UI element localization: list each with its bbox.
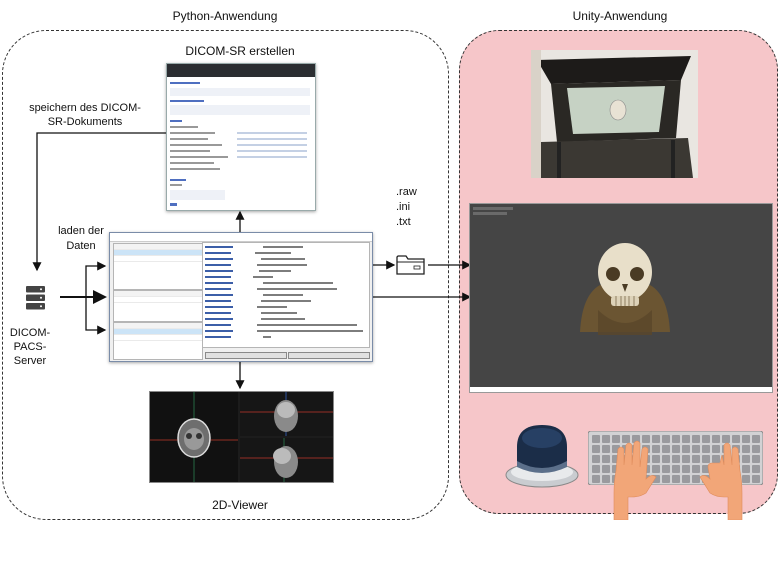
unity-app-title: Unity-Anwendung bbox=[572, 9, 668, 23]
keyboard-key bbox=[652, 445, 660, 453]
keyboard-key bbox=[682, 455, 690, 463]
keyboard-key bbox=[722, 435, 730, 443]
series-table bbox=[113, 322, 203, 360]
keyboard-key bbox=[592, 465, 600, 473]
keyboard-key bbox=[732, 435, 740, 443]
keyboard-key bbox=[752, 435, 760, 443]
3d-mouse-icon bbox=[505, 425, 579, 488]
save-sr-arrow bbox=[32, 132, 166, 272]
keyboard-key bbox=[692, 435, 700, 443]
keyboard-key bbox=[602, 455, 610, 463]
keyboard-key bbox=[652, 465, 660, 473]
keyboard-key bbox=[752, 465, 760, 473]
server-icon bbox=[26, 286, 45, 310]
save-sr-label-1: speichern des DICOM- bbox=[29, 102, 141, 114]
dicom-tag-panel bbox=[202, 242, 370, 348]
keyboard-key bbox=[692, 445, 700, 453]
ext-txt-label: .txt bbox=[396, 216, 411, 228]
load-branch-top bbox=[85, 261, 107, 297]
keyboard-key bbox=[602, 475, 610, 483]
keyboard-key bbox=[742, 435, 750, 443]
patient-table bbox=[113, 243, 203, 290]
keyboard-key bbox=[752, 475, 760, 483]
unity-status-bar bbox=[469, 387, 773, 393]
keyboard-key bbox=[752, 445, 760, 453]
keyboard-key bbox=[712, 455, 720, 463]
load-branch-bottom bbox=[85, 297, 107, 335]
keyboard-key bbox=[682, 445, 690, 453]
holographic-display-image bbox=[531, 50, 698, 178]
keyboard-key bbox=[702, 435, 710, 443]
ext-raw-label: .raw bbox=[396, 186, 417, 198]
skull-3d-render bbox=[580, 243, 670, 335]
viewer-2d-screenshot bbox=[149, 391, 334, 483]
app-button-right bbox=[288, 352, 370, 359]
server-label-3: Server bbox=[13, 355, 47, 367]
ct-slices bbox=[150, 392, 333, 482]
keyboard-key bbox=[742, 455, 750, 463]
keyboard-key bbox=[702, 445, 710, 453]
keyboard-key bbox=[592, 445, 600, 453]
python-app-container bbox=[2, 30, 449, 520]
keyboard-key bbox=[702, 455, 710, 463]
keyboard-key bbox=[642, 435, 650, 443]
keyboard-key bbox=[672, 455, 680, 463]
server-label-1: DICOM- bbox=[9, 327, 51, 339]
load-data-label-2: Daten bbox=[66, 240, 96, 252]
keyboard-key bbox=[712, 445, 720, 453]
keyboard-key bbox=[682, 435, 690, 443]
keyboard-key bbox=[622, 435, 630, 443]
keyboard-key bbox=[742, 445, 750, 453]
keyboard-key bbox=[672, 435, 680, 443]
keyboard-key bbox=[692, 455, 700, 463]
keyboard-key bbox=[672, 465, 680, 473]
keyboard-key bbox=[742, 465, 750, 473]
keyboard-key bbox=[672, 475, 680, 483]
keyboard-key bbox=[692, 475, 700, 483]
folder-icon bbox=[396, 255, 425, 275]
unity-render-window-screenshot bbox=[469, 203, 773, 389]
load-data-label-1: laden der bbox=[58, 225, 104, 237]
python-app-title: Python-Anwendung bbox=[172, 9, 278, 23]
study-table bbox=[113, 290, 203, 322]
keyboard-key bbox=[602, 445, 610, 453]
viewer-2d-label: 2D-Viewer bbox=[212, 498, 268, 512]
keyboard-key bbox=[592, 455, 600, 463]
keyboard-key bbox=[592, 475, 600, 483]
dicom-sr-title: DICOM-SR erstellen bbox=[185, 44, 295, 58]
keyboard-key bbox=[742, 475, 750, 483]
keyboard-key bbox=[662, 445, 670, 453]
keyboard-key bbox=[602, 435, 610, 443]
keyboard-key bbox=[682, 475, 690, 483]
keyboard-key bbox=[602, 465, 610, 473]
keyboard-key bbox=[662, 435, 670, 443]
hands-icon bbox=[613, 440, 743, 520]
server-label-2: PACS- bbox=[13, 341, 47, 353]
keyboard-key bbox=[752, 455, 760, 463]
ext-ini-label: .ini bbox=[396, 201, 411, 213]
keyboard-key bbox=[662, 465, 670, 473]
keyboard-key bbox=[652, 435, 660, 443]
keyboard-key bbox=[662, 475, 670, 483]
keyboard-key bbox=[712, 435, 720, 443]
keyboard-key bbox=[662, 455, 670, 463]
keyboard-key bbox=[682, 465, 690, 473]
keyboard-key bbox=[652, 455, 660, 463]
keyboard-key bbox=[692, 465, 700, 473]
keyboard-key bbox=[592, 435, 600, 443]
vr-display-photo bbox=[531, 50, 698, 178]
dicom-sr-form-screenshot bbox=[166, 63, 316, 211]
keyboard-key bbox=[672, 445, 680, 453]
app-button-left bbox=[205, 352, 287, 359]
save-sr-label-2: SR-Dokuments bbox=[47, 116, 123, 128]
keyboard-key bbox=[612, 435, 620, 443]
